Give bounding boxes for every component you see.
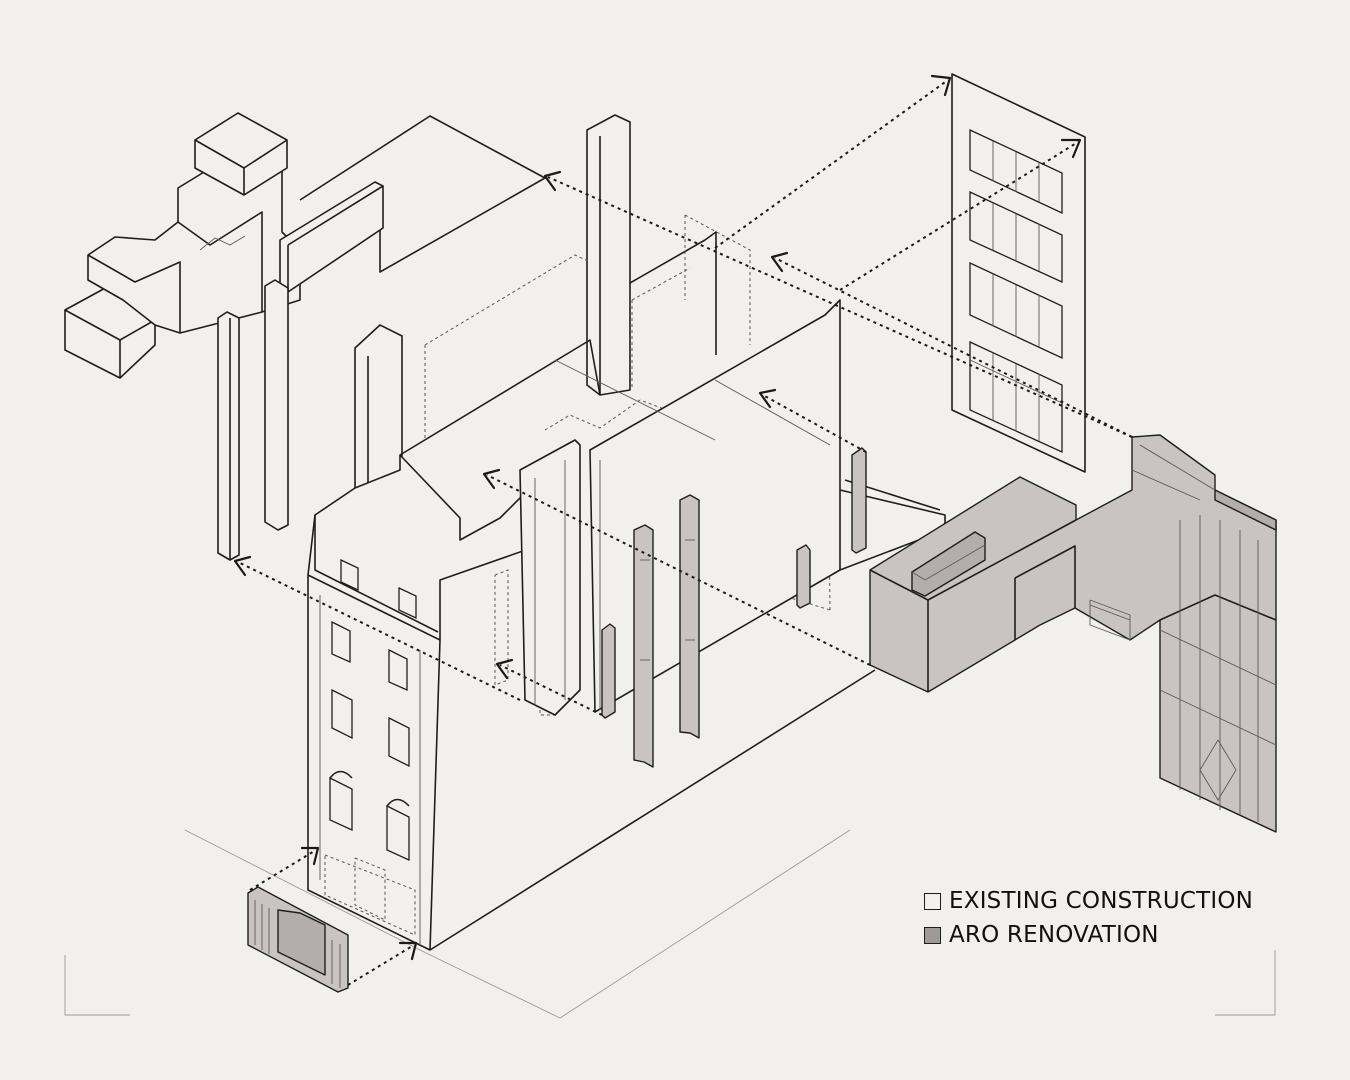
renovation-swatch — [924, 926, 941, 944]
rear-facade-panel — [951, 73, 1086, 473]
ground-outline — [64, 829, 1276, 1019]
renovation-rear-addition — [869, 434, 1277, 833]
legend: EXISTING CONSTRUCTION ARO RENOVATION — [924, 888, 1253, 948]
existing-swatch — [924, 892, 941, 910]
movement-arrows — [233, 74, 1133, 986]
legend-item-renovation: ARO RENOVATION — [924, 922, 1253, 948]
legend-label-renovation: ARO RENOVATION — [949, 922, 1159, 948]
renovation-entry-element — [247, 886, 349, 993]
legend-label-existing: EXISTING CONSTRUCTION — [949, 888, 1254, 914]
existing-wall-panels — [217, 114, 717, 561]
renovation-wall-strips — [601, 447, 867, 768]
rear-roof-massing — [64, 112, 546, 379]
legend-item-existing: EXISTING CONSTRUCTION — [924, 888, 1253, 914]
